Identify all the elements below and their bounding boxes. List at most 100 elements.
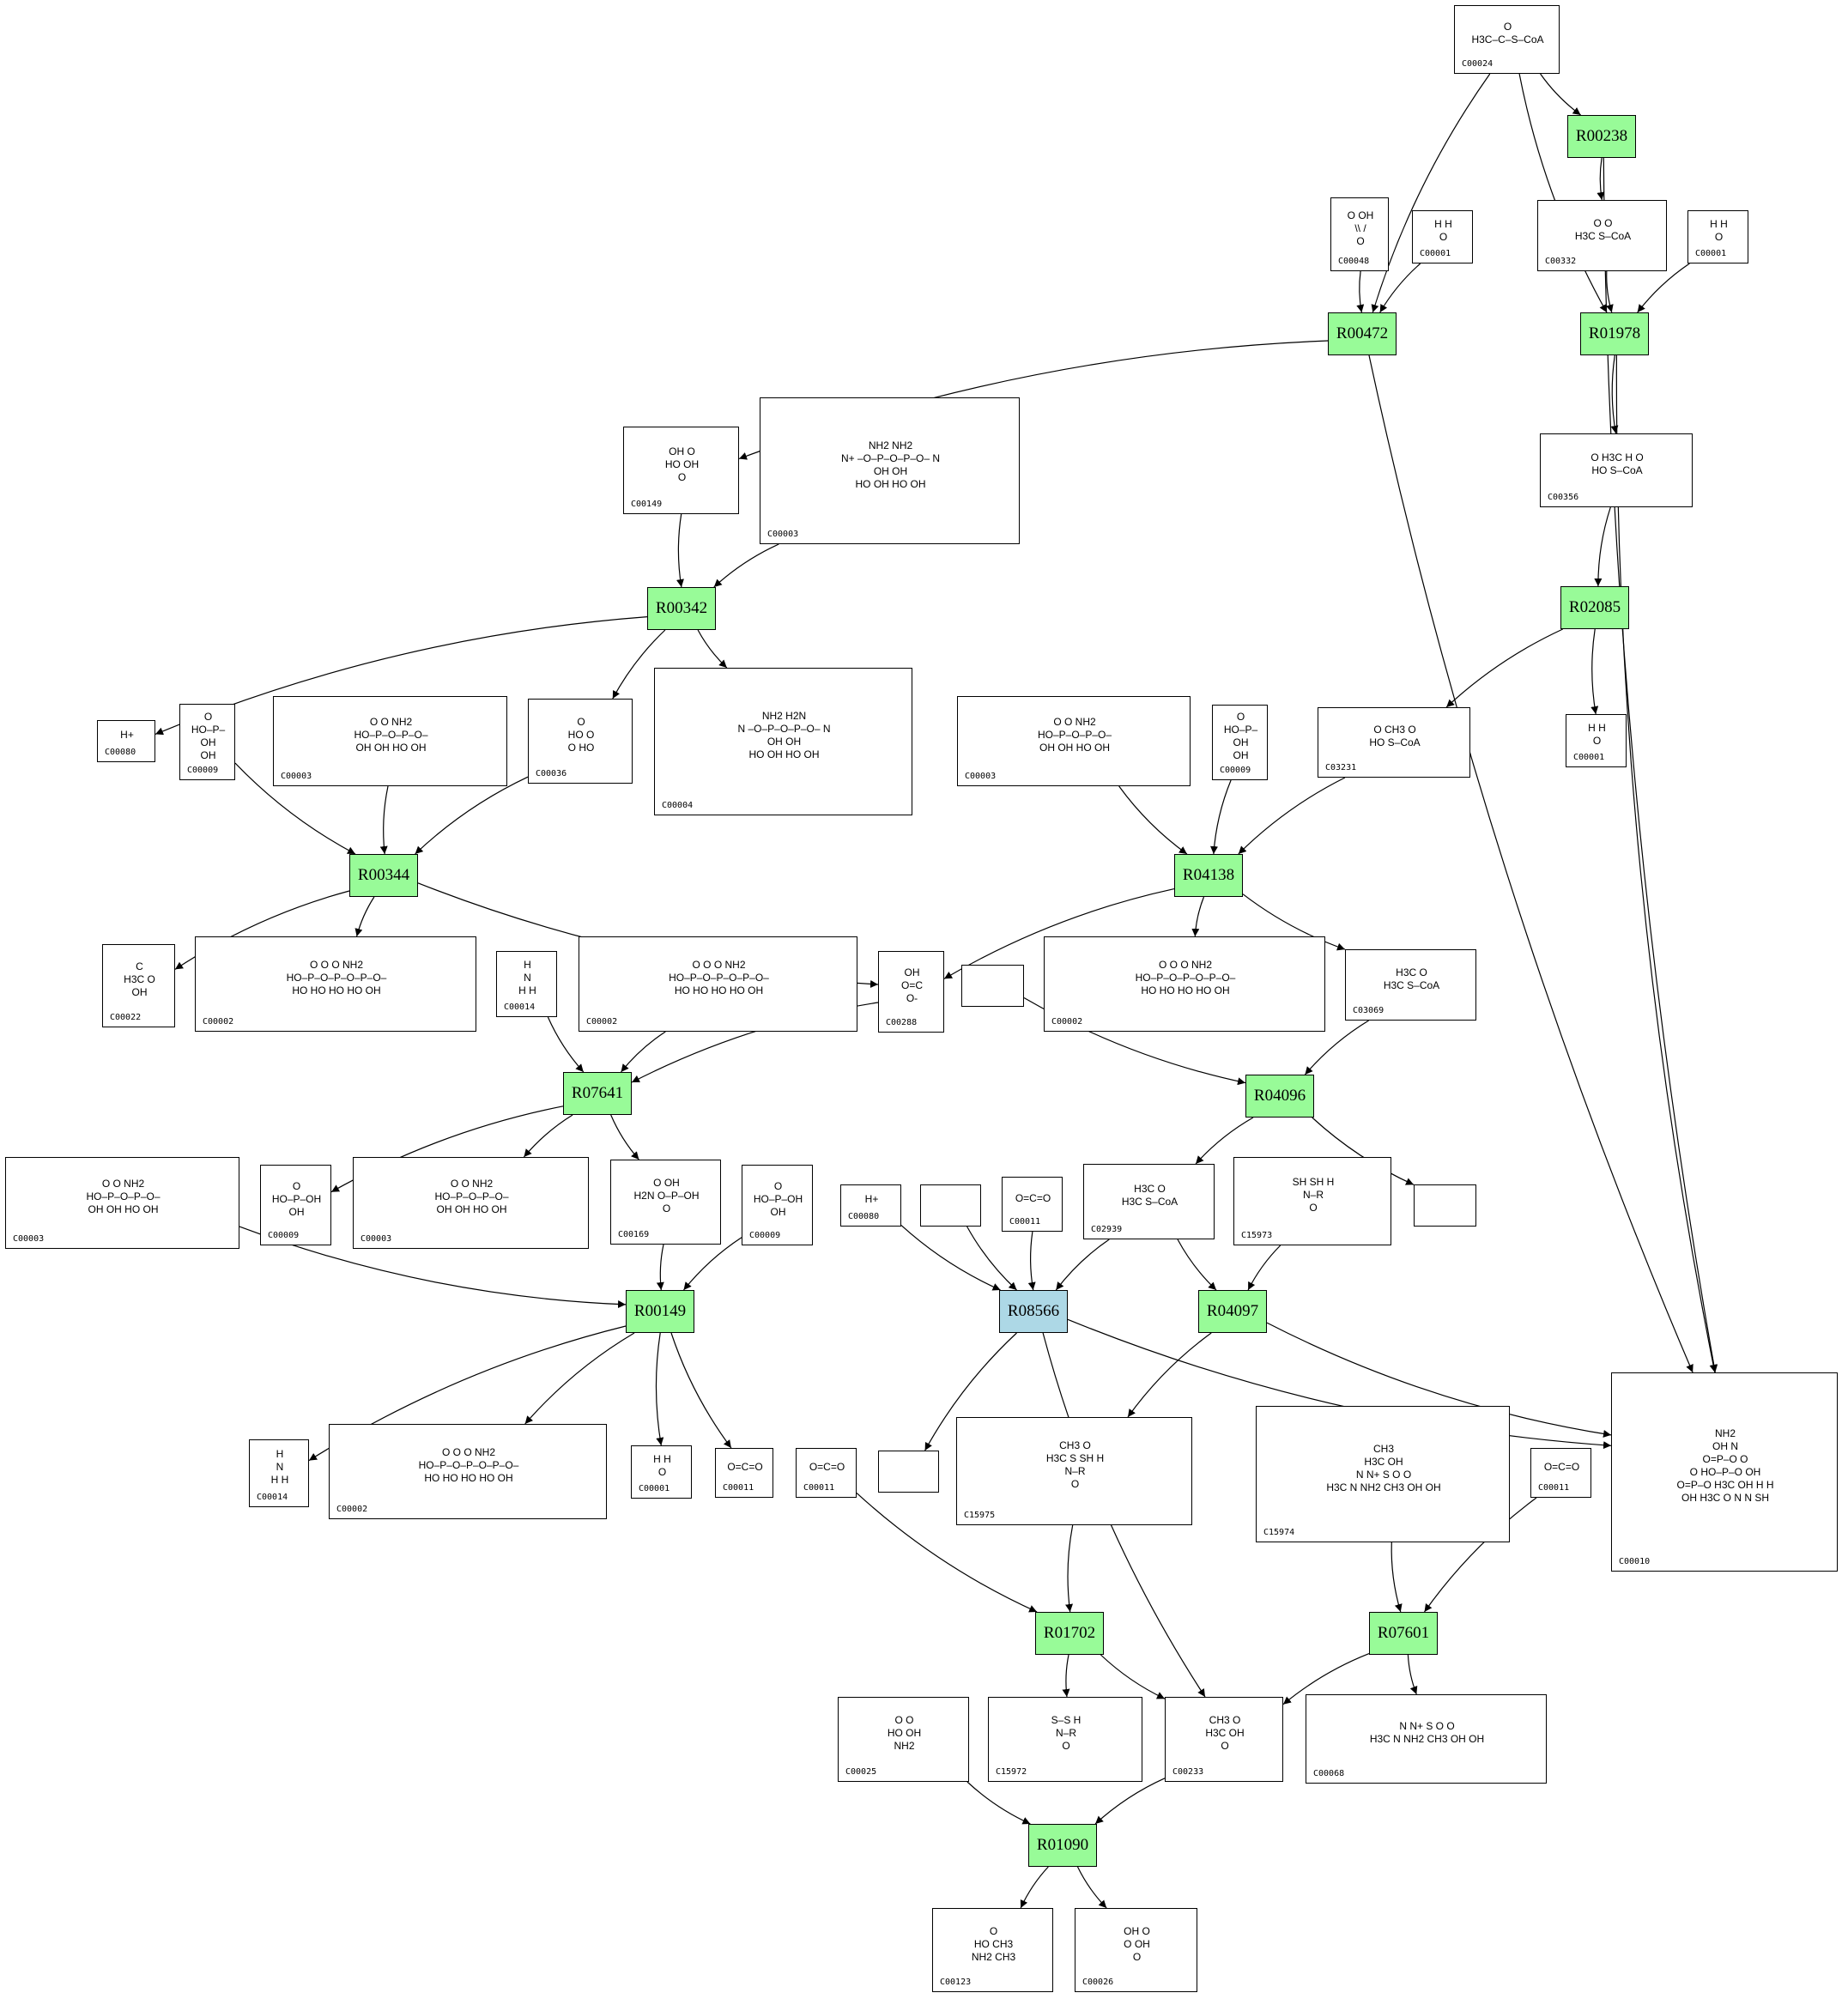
compound-node-c00288[interactable]: OH O=C O-C00288 xyxy=(878,951,944,1033)
compound-id-label: C03069 xyxy=(1353,1006,1384,1015)
compound-node-c03069[interactable]: H3C O H3C S–CoA C03069 xyxy=(1345,949,1476,1021)
edge-c00011a-to-r08566 xyxy=(1027,1231,1036,1291)
compound-structure: O H3C H O HO S–CoA xyxy=(1590,451,1644,476)
compound-structure: H H O xyxy=(653,1453,671,1478)
reaction-node-r08566[interactable]: R08566 xyxy=(999,1290,1068,1333)
compound-id-label: C00014 xyxy=(504,1002,536,1012)
reaction-node-r04097[interactable]: R04097 xyxy=(1198,1290,1267,1333)
compound-node-empty[interactable] xyxy=(920,1184,981,1227)
reaction-node-r07641[interactable]: R07641 xyxy=(563,1072,632,1115)
reaction-node-r01978[interactable]: R01978 xyxy=(1580,312,1649,355)
compound-structure: O O NH2 HO–P–O–P–O– OH OH HO OH xyxy=(354,716,428,754)
compound-structure: O O O NH2 HO–P–O–P–O–P–O– HO HO HO HO OH xyxy=(286,959,387,996)
compound-node-empty[interactable] xyxy=(1414,1184,1476,1227)
reaction-node-r00472[interactable]: R00472 xyxy=(1328,312,1397,355)
edge-r01702-to-c15972 xyxy=(1062,1654,1070,1698)
reaction-node-r01702[interactable]: R01702 xyxy=(1035,1612,1104,1655)
compound-id-label: C00123 xyxy=(940,1978,972,1987)
compound-node-c00003[interactable]: NH2 NH2 N+ –O–P–O–P–O– N OH OH HO OH HO … xyxy=(760,397,1020,544)
compound-node-c00014[interactable]: H N H H C00014 xyxy=(496,951,557,1017)
compound-node-c00010[interactable]: NH2 OH N O=P–O O O HO–P–O OH O=P–O H3C O… xyxy=(1611,1372,1838,1572)
compound-node-c00002[interactable]: O O O NH2 HO–P–O–P–O–P–O– HO HO HO HO OH… xyxy=(579,936,857,1032)
compound-id-label: C00288 xyxy=(886,1018,918,1027)
compound-node-c00002[interactable]: O O O NH2 HO–P–O–P–O–P–O– HO HO HO HO OH… xyxy=(329,1424,607,1519)
compound-structure: H N H H xyxy=(518,959,536,996)
compound-id-label: C00001 xyxy=(1573,753,1605,762)
compound-structure: H H O xyxy=(1710,218,1728,243)
edge-c00149-to-r00342 xyxy=(676,513,684,588)
compound-structure: N N+ S O O H3C N NH2 CH3 OH OH xyxy=(1369,1720,1485,1745)
compound-structure: O=C=O xyxy=(809,1460,845,1473)
edge-c00024-to-r00472 xyxy=(1371,73,1491,313)
compound-structure: O H3C–C–S–CoA xyxy=(1471,21,1544,45)
compound-node-c15974[interactable]: CH3 H3C OH N N+ S O O H3C N NH2 CH3 OH O… xyxy=(1256,1406,1510,1542)
reaction-node-r07601[interactable]: R07601 xyxy=(1369,1612,1438,1655)
compound-id-label: C03231 xyxy=(1325,763,1357,772)
compound-node-c00002[interactable]: O O O NH2 HO–P–O–P–O–P–O– HO HO HO HO OH… xyxy=(1044,936,1325,1032)
compound-structure: H3C O H3C S–CoA xyxy=(1121,1183,1178,1208)
compound-structure: H3C O H3C S–CoA xyxy=(1383,966,1440,991)
compound-node-c00080[interactable]: H+C00080 xyxy=(97,720,155,762)
compound-node-c00002[interactable]: O O O NH2 HO–P–O–P–O–P–O– HO HO HO HO OH… xyxy=(195,936,476,1032)
reaction-node-r00342[interactable]: R00342 xyxy=(647,587,716,630)
compound-structure: O O NH2 HO–P–O–P–O– OH OH HO OH xyxy=(86,1178,161,1215)
edge-c15973-to-r04097 xyxy=(1247,1245,1281,1291)
reaction-node-r01090[interactable]: R01090 xyxy=(1028,1824,1097,1867)
edge-c00002b-to-r07641 xyxy=(621,1031,666,1073)
compound-id-label: C00002 xyxy=(336,1505,368,1514)
compound-structure: C H3C O OH xyxy=(124,960,155,998)
reaction-node-r02085[interactable]: R02085 xyxy=(1560,586,1629,629)
reaction-node-r00344[interactable]: R00344 xyxy=(349,854,418,897)
compound-id-label: C00036 xyxy=(536,769,567,778)
reaction-node-r00238[interactable]: R00238 xyxy=(1567,115,1636,158)
compound-id-label: C00011 xyxy=(723,1483,754,1493)
compound-node-c00004[interactable]: NH2 H2N N –O–P–O–P–O– N OH OH HO OH HO O… xyxy=(654,668,912,815)
edge-r02085-to-c00001c xyxy=(1590,628,1599,715)
reaction-node-r00149[interactable]: R00149 xyxy=(626,1290,694,1333)
compound-id-label: C00002 xyxy=(586,1017,618,1027)
compound-node-empty[interactable] xyxy=(961,965,1024,1007)
reaction-node-r04096[interactable]: R04096 xyxy=(1245,1075,1314,1118)
compound-id-label: C00003 xyxy=(767,530,799,539)
compound-node-empty[interactable] xyxy=(878,1451,939,1493)
reaction-node-r04138[interactable]: R04138 xyxy=(1174,854,1243,897)
edge-c15974-to-r07601 xyxy=(1391,1542,1403,1613)
compound-node-c00080[interactable]: H+C00080 xyxy=(840,1184,901,1227)
